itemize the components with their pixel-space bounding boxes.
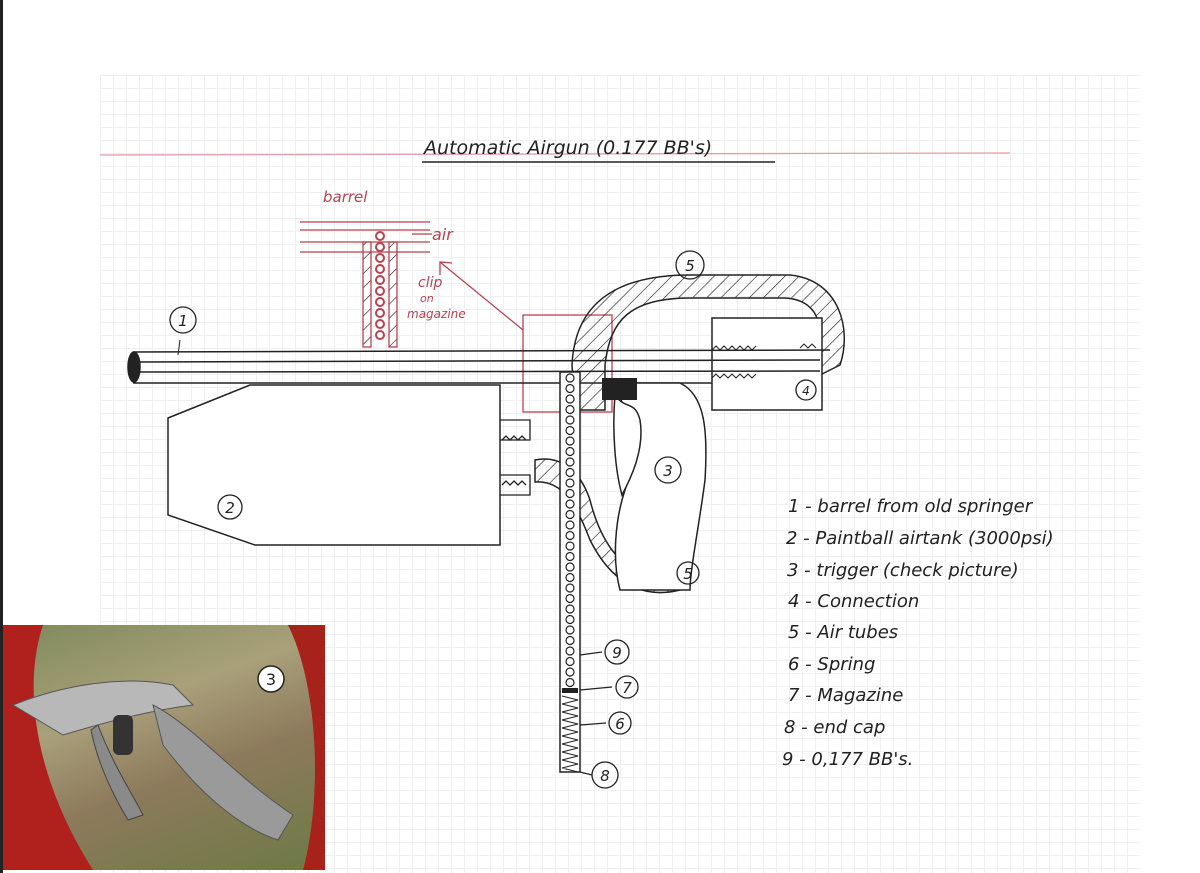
magazine-plunger bbox=[562, 688, 578, 693]
bb-pellet bbox=[565, 404, 575, 415]
bb-pellet bbox=[565, 635, 575, 646]
bb-pellet bbox=[565, 509, 575, 520]
callout-2: 2 bbox=[225, 499, 235, 517]
bb-pellet bbox=[565, 667, 575, 677]
barrel-label: barrel bbox=[323, 188, 368, 206]
tank-connector bbox=[500, 419, 531, 496]
callout-6: 6 bbox=[615, 715, 625, 733]
bb-pellet bbox=[565, 394, 575, 404]
clip-label-magazine: magazine bbox=[407, 307, 466, 321]
bb-pellet bbox=[565, 467, 575, 478]
bb-pellet bbox=[565, 478, 575, 488]
magazine-spring bbox=[561, 695, 579, 773]
bb-pellet bbox=[565, 541, 575, 551]
air-label: air bbox=[432, 225, 454, 244]
barrel-detail bbox=[300, 221, 613, 413]
legend-item: 6 - Spring bbox=[788, 654, 875, 675]
legend-item: 2 - Paintball airtank (3000psi) bbox=[786, 528, 1054, 549]
bb-pellet bbox=[565, 572, 575, 583]
air-tank bbox=[167, 384, 501, 546]
legend: 1 - barrel from old springer 2 - Paintba… bbox=[782, 496, 1054, 770]
callout-5-top: 5 bbox=[685, 257, 695, 275]
bb-pellet bbox=[565, 646, 575, 656]
bb-pellet bbox=[565, 499, 575, 509]
callout-6-circle bbox=[608, 711, 632, 735]
callout-2-circle bbox=[217, 494, 243, 520]
bb-pellet bbox=[565, 457, 575, 467]
bb-pellet bbox=[565, 583, 575, 593]
trigger-photo: 3 bbox=[3, 625, 325, 870]
bb-pellet bbox=[565, 593, 575, 604]
clip-label: clip bbox=[418, 275, 442, 291]
callout-1: 1 bbox=[178, 312, 188, 330]
callout-9-circle bbox=[604, 639, 630, 665]
bb-pellet bbox=[565, 436, 575, 446]
margin-line bbox=[99, 152, 1011, 156]
callout-8: 8 bbox=[600, 767, 610, 785]
magazine-tube bbox=[559, 371, 581, 773]
legend-item: 3 - trigger (check picture) bbox=[787, 560, 1019, 581]
legend-item: 8 - end cap bbox=[784, 717, 885, 738]
bb-pellet bbox=[565, 520, 575, 530]
callout-9: 9 bbox=[612, 644, 622, 662]
bb-pellet bbox=[565, 425, 575, 436]
photo-callout: 3 bbox=[266, 670, 276, 689]
connection-box bbox=[711, 317, 823, 411]
callout-7: 7 bbox=[622, 679, 632, 697]
callout-3: 3 bbox=[663, 462, 673, 480]
trigger-photo-image: 3 bbox=[3, 625, 325, 870]
bb-pellet bbox=[565, 656, 575, 667]
bb-pellet bbox=[565, 625, 575, 635]
magazine-bbs bbox=[565, 373, 575, 688]
callout-5-bottom-circle bbox=[676, 561, 700, 585]
bb-pellet bbox=[565, 488, 575, 499]
callout-4: 4 bbox=[802, 384, 810, 398]
bb-pellet bbox=[565, 415, 575, 425]
callout-5-top-circle bbox=[675, 250, 705, 280]
clip-label-on: on bbox=[420, 292, 434, 305]
barrel-muzzle bbox=[127, 351, 141, 383]
thread-marks bbox=[711, 343, 817, 379]
callout-5-bottom: 5 bbox=[683, 565, 693, 583]
diagram-title: Automatic Airgun (0.177 BB's) bbox=[422, 137, 712, 159]
bb-pellet bbox=[565, 562, 575, 572]
bb-pellet bbox=[565, 614, 575, 625]
bb-pellet bbox=[565, 530, 575, 541]
page-edge bbox=[0, 0, 3, 873]
bb-pellet bbox=[565, 604, 575, 614]
bb-pellet bbox=[565, 446, 575, 457]
legend-item: 1 - barrel from old springer bbox=[788, 496, 1034, 517]
legend-item: 4 - Connection bbox=[788, 591, 919, 612]
barrel bbox=[127, 349, 831, 384]
callout-1-circle bbox=[169, 306, 197, 334]
callout-4-circle bbox=[795, 379, 817, 401]
bb-pellet bbox=[565, 383, 575, 394]
detail-bbs bbox=[375, 231, 385, 340]
bb-pellet bbox=[565, 677, 575, 688]
legend-item: 5 - Air tubes bbox=[788, 622, 898, 643]
callout-3-circle bbox=[654, 456, 682, 484]
legend-item: 7 - Magazine bbox=[788, 685, 903, 706]
trigger-lever bbox=[613, 392, 642, 498]
bb-pellet bbox=[565, 373, 575, 383]
air-tube-top bbox=[571, 274, 846, 411]
callout-7-circle bbox=[615, 675, 639, 699]
legend-item: 9 - 0,177 BB's. bbox=[782, 749, 913, 770]
bb-pellet bbox=[565, 551, 575, 562]
